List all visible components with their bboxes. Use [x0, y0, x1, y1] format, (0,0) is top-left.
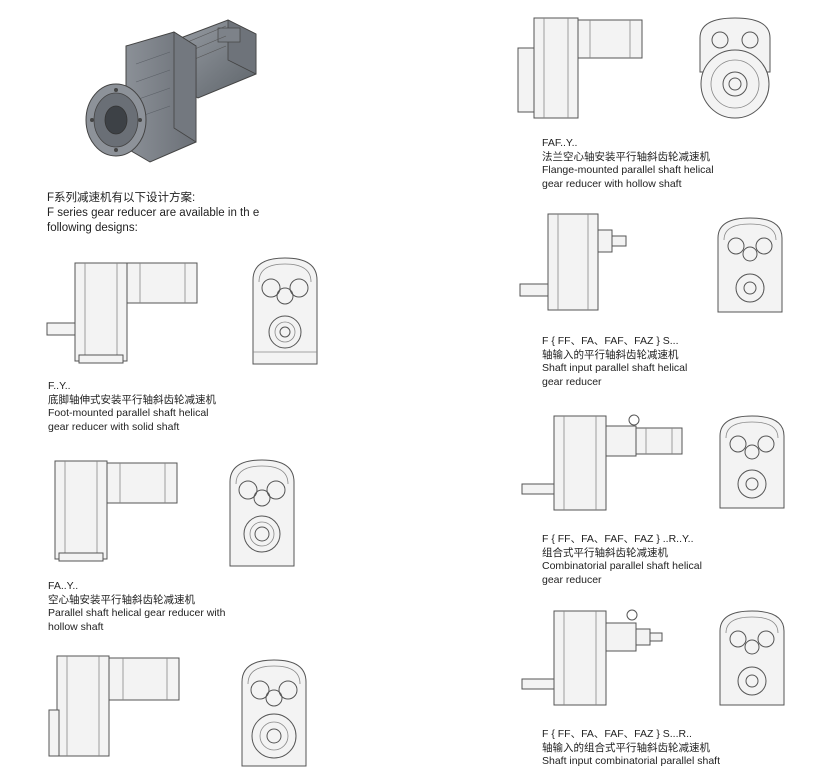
design-4-side-view — [518, 210, 638, 314]
design-1-cn: 底脚轴伸式安装平行轴斜齿轮减速机 — [48, 393, 216, 406]
design-4-en-1: Shaft input parallel shaft helical — [542, 362, 688, 374]
design-1-en-1: Foot-mounted parallel shaft helical — [48, 407, 209, 419]
design-1-side-view — [45, 255, 205, 365]
design-3-en-2: gear reducer with hollow shaft — [542, 177, 682, 190]
intro-text: F系列减速机有以下设计方案: F series gear reducer are… — [47, 191, 259, 236]
design-1-en-2: gear reducer with solid shaft — [48, 420, 180, 433]
design-3-caption: FAF..Y.. 法兰空心轴安装平行轴斜齿轮减速机 Flange-mounted… — [542, 137, 714, 191]
design-3-code: FAF..Y.. — [542, 137, 578, 149]
design-5-caption: F { FF、FA、FAF、FAZ } ..R..Y.. 组合式平行轴斜齿轮减速… — [542, 533, 702, 587]
design-bottom-left-front-view — [234, 654, 314, 772]
design-2-en-2: hollow shaft — [48, 620, 104, 633]
design-6-side-view — [518, 605, 668, 709]
design-1-front-view — [245, 252, 325, 370]
design-2-cn: 空心轴安装平行轴斜齿轮减速机 — [48, 593, 195, 606]
design-4-front-view — [710, 212, 790, 318]
design-5-front-view — [712, 410, 792, 514]
design-6-cn: 轴输入的组合式平行轴斜齿轮减速机 — [542, 741, 710, 754]
design-5-en-1: Combinatorial parallel shaft helical — [542, 560, 702, 572]
design-2-front-view — [222, 454, 302, 572]
design-3-en-1: Flange-mounted parallel shaft helical — [542, 164, 714, 176]
design-6-caption: F { FF、FA、FAF、FAZ } S...R.. 轴输入的组合式平行轴斜齿… — [542, 728, 720, 769]
design-1-caption: F..Y.. 底脚轴伸式安装平行轴斜齿轮减速机 Foot-mounted par… — [48, 380, 216, 434]
design-6-en-1: Shaft input combinatorial parallel shaft — [542, 755, 721, 767]
intro-line-en-2: following designs: — [47, 222, 138, 234]
design-3-cn: 法兰空心轴安装平行轴斜齿轮减速机 — [542, 150, 710, 163]
design-2-side-view — [45, 455, 185, 563]
product-photo — [78, 12, 278, 180]
design-4-en-2: gear reducer — [542, 375, 602, 388]
design-4-caption: F { FF、FA、FAF、FAZ } S... 轴输入的平行轴斜齿轮减速机 S… — [542, 335, 687, 389]
design-4-code: F { FF、FA、FAF、FAZ } S... — [542, 335, 679, 347]
design-5-cn: 组合式平行轴斜齿轮减速机 — [542, 546, 668, 559]
design-3-front-view — [690, 12, 780, 122]
design-4-cn: 轴输入的平行轴斜齿轮减速机 — [542, 348, 679, 361]
design-5-en-2: gear reducer — [542, 573, 602, 586]
design-2-code: FA..Y.. — [48, 580, 79, 592]
design-5-side-view — [518, 410, 688, 514]
intro-line-en-1: F series gear reducer are available in t… — [47, 207, 260, 219]
intro-line-cn: F系列减速机有以下设计方案: — [47, 192, 196, 204]
design-1-code: F..Y.. — [48, 380, 71, 392]
design-3-side-view — [512, 12, 652, 124]
design-2-en-1: Parallel shaft helical gear reducer with — [48, 607, 226, 619]
design-6-front-view — [712, 605, 792, 711]
design-6-code: F { FF、FA、FAF、FAZ } S...R.. — [542, 728, 692, 740]
design-5-code: F { FF、FA、FAF、FAZ } ..R..Y.. — [542, 533, 694, 545]
design-bottom-left-side-view — [45, 650, 185, 760]
design-2-caption: FA..Y.. 空心轴安装平行轴斜齿轮减速机 Parallel shaft he… — [48, 580, 225, 634]
